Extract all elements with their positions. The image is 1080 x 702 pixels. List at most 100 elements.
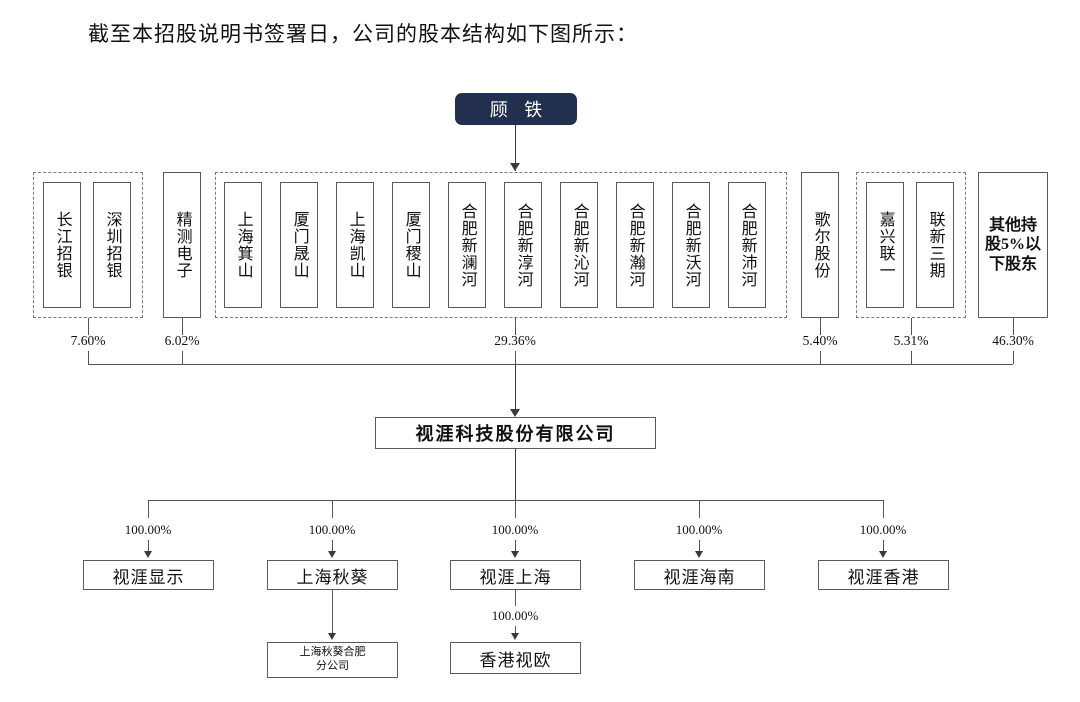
root-node-label: 顾 铁 [489,100,549,120]
percent-sub1: 100.00% [124,522,172,537]
subsidiary-box-shanghai-qiukui-hefei-branch[interactable]: 上海秋葵合肥 分公司 [267,642,398,678]
shareholder-group-zhaoyin [33,172,143,318]
percent-group3: 29.36% [494,333,536,348]
connector-root-to-group3 [515,125,516,171]
stem-sub4-upper [699,500,700,518]
shareholder-box-lianxin-sanqi[interactable]: 联新三期 [916,182,954,308]
root-node-gu-tie[interactable]: 顾 铁 [455,93,577,125]
arrow-sub3 [511,551,519,558]
stem-sub3-child-upper [515,590,516,606]
stem-sub1-upper [148,500,149,518]
shareholder-label: 深圳招银 [103,211,121,279]
arrow-sub1 [144,551,152,558]
stem-group4-upper [820,318,821,335]
arrow-sub2 [328,551,336,558]
shareholder-box-xiamen-jishan[interactable]: 厦门稷山 [392,182,430,308]
shareholder-label: 合肥新瀚河 [626,202,644,288]
shareholder-label: 厦门晟山 [290,211,308,279]
stem-sub5-upper [883,500,884,518]
subsidiary-label: 视涯海南 [663,567,736,587]
shareholder-label: 合肥新沁河 [570,202,588,288]
percent-group1: 7.60% [70,333,106,348]
stem-group5-lower [911,351,912,364]
shareholder-box-hefei-xinpeihe[interactable]: 合肥新沛河 [728,182,766,308]
shareholder-box-other-below-5-percent[interactable]: 其他持股5%以下股东 [978,172,1048,318]
company-node[interactable]: 视涯科技股份有限公司 [375,417,656,449]
stem-group1-upper [88,318,89,335]
shareholder-box-xiamen-shengshan[interactable]: 厦门晟山 [280,182,318,308]
shareholder-box-goertek[interactable]: 歌尔股份 [801,172,839,318]
shareholder-label: 嘉兴联一 [876,211,894,279]
stem-group6-lower [1013,351,1014,364]
percent-group4: 5.40% [802,333,838,348]
stem-sub3-child-lower [515,626,516,638]
shareholder-box-jingce-dianzi[interactable]: 精测电子 [163,172,201,318]
stem-group3-lower [515,351,516,364]
stem-group6-upper [1013,318,1014,335]
shareholder-label: 合肥新澜河 [458,202,476,288]
percent-sub2: 100.00% [308,522,356,537]
subsidiary-label: 视涯上海 [479,567,552,587]
subsidiary-label-line2: 分公司 [316,660,349,672]
connector-company-to-sub-bus [515,449,516,500]
shareholder-box-hefei-xinwohe[interactable]: 合肥新沃河 [672,182,710,308]
page-title: 截至本招股说明书签署日，公司的股本结构如下图所示： [88,22,638,46]
company-node-label: 视涯科技股份有限公司 [415,424,616,444]
stem-group4-lower [820,351,821,364]
shareholder-label: 其他持股5%以下股东 [985,216,1042,273]
shareholder-label: 精测电子 [173,211,191,279]
shareholder-box-hefei-xinlanhe[interactable]: 合肥新澜河 [448,182,486,308]
subsidiary-label-line1: 上海秋葵合肥 [299,646,366,659]
stem-sub3-upper [515,500,516,518]
shareholder-bus-line [88,364,1013,365]
subsidiary-box-shiya-hongkong[interactable]: 视涯香港 [818,560,949,590]
shareholder-box-hefei-xinqinhe[interactable]: 合肥新沁河 [560,182,598,308]
shareholder-label: 上海箕山 [234,211,252,279]
percent-group5: 5.31% [893,333,929,348]
shareholder-label: 合肥新沛河 [738,202,756,288]
stem-sub1-lower [148,540,149,554]
stem-sub4-lower [699,540,700,554]
shareholder-group-jiaxing [856,172,966,318]
shareholder-label: 长江招银 [53,211,71,279]
shareholder-label: 合肥新沃河 [682,202,700,288]
arrow-sub2-child [328,633,336,640]
stem-group2-upper [182,318,183,335]
shareholder-box-shanghai-jishan[interactable]: 上海箕山 [224,182,262,308]
shareholder-label: 厦门稷山 [402,211,420,279]
shareholder-group-gutie-controlled [215,172,787,318]
percent-sub3-child: 100.00% [491,608,539,623]
subsidiary-box-shiya-xianshi[interactable]: 视涯显示 [83,560,214,590]
stem-sub2-lower [332,540,333,554]
shareholder-box-jiaxing-lianyi[interactable]: 嘉兴联一 [866,182,904,308]
shareholder-box-hefei-xinchunhe[interactable]: 合肥新淳河 [504,182,542,308]
subsidiary-label: 视涯显示 [112,567,185,587]
subsidiary-label: 香港视欧 [479,650,552,670]
stem-group1-lower [88,351,89,364]
subsidiary-box-shiya-hainan[interactable]: 视涯海南 [634,560,765,590]
stem-sub2-upper [332,500,333,518]
arrow-sub3-child [511,633,519,640]
shareholder-label: 合肥新淳河 [514,202,532,288]
subsidiary-box-shanghai-qiukui[interactable]: 上海秋葵 [267,560,398,590]
stem-group3-upper [515,318,516,335]
shareholder-box-hefei-xinhanhe[interactable]: 合肥新瀚河 [616,182,654,308]
percent-sub5: 100.00% [859,522,907,537]
shareholder-label: 上海凯山 [346,211,364,279]
percent-group6: 46.30% [992,333,1034,348]
arrow-root-to-group3 [510,163,520,171]
stem-sub2-child [332,590,333,638]
shareholder-box-shanghai-kaishan[interactable]: 上海凯山 [336,182,374,308]
percent-group2: 6.02% [164,333,200,348]
shareholder-box-shenzhen-zhaoyin[interactable]: 深圳招银 [93,182,131,308]
arrow-sub4 [695,551,703,558]
subsidiary-box-shiya-shanghai[interactable]: 视涯上海 [450,560,581,590]
stem-sub3-lower [515,540,516,554]
subsidiary-box-hongkong-shiou[interactable]: 香港视欧 [450,642,581,674]
percent-sub4: 100.00% [675,522,723,537]
shareholder-box-changjiang-zhaoyin[interactable]: 长江招银 [43,182,81,308]
subsidiary-label: 视涯香港 [847,567,920,587]
arrow-sub5 [879,551,887,558]
shareholder-label: 联新三期 [926,211,944,279]
